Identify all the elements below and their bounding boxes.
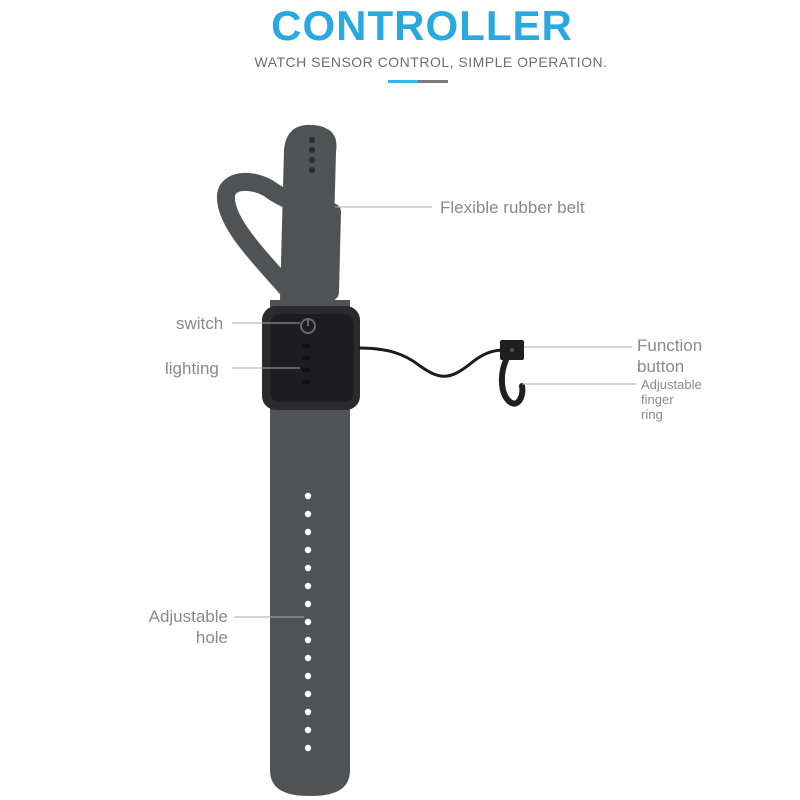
light-indicator	[302, 368, 310, 372]
hole	[304, 672, 312, 680]
hole	[304, 600, 312, 608]
page-subtitle: WATCH SENSOR CONTROL, SIMPLE OPERATION.	[254, 54, 608, 70]
function-button-label: Function button	[637, 335, 702, 377]
hole-line2: hole	[195, 628, 228, 647]
lighting-label: lighting	[165, 359, 219, 378]
belt-label: Flexible rubber belt	[440, 198, 585, 217]
hole	[304, 618, 312, 626]
light-indicator	[302, 380, 310, 384]
hole-line1: Adjustable	[148, 607, 228, 626]
hole	[304, 528, 312, 536]
hole	[304, 492, 312, 500]
power-icon	[300, 318, 316, 334]
hole	[304, 708, 312, 716]
hole	[304, 744, 312, 752]
hole	[304, 726, 312, 734]
hole	[304, 582, 312, 590]
function-button-dot	[510, 348, 514, 352]
function-button-line2: button	[637, 357, 685, 376]
hole	[304, 510, 312, 518]
accent-bar-grey	[418, 80, 448, 83]
strap-stud	[309, 137, 315, 143]
strap-stud	[309, 167, 315, 173]
strap-stud	[309, 157, 315, 163]
finger-ring-label: Adjustable finger ring	[641, 377, 702, 422]
function-button-line1: Function	[637, 336, 703, 355]
strap-stud	[309, 147, 315, 153]
adjustable-holes	[304, 492, 312, 752]
page-title: CONTROLLER	[271, 2, 573, 49]
finger-ring	[498, 357, 526, 407]
light-indicator	[302, 356, 310, 360]
accent-bar-blue	[388, 80, 418, 83]
module-face	[270, 314, 354, 402]
hole	[304, 636, 312, 644]
hole	[304, 546, 312, 554]
finger-ring-line3: ring	[641, 407, 663, 422]
light-indicator	[302, 344, 310, 348]
cable	[357, 346, 505, 378]
finger-ring-line1: Adjustable	[641, 377, 702, 392]
switch-label: switch	[176, 314, 224, 333]
hole	[304, 654, 312, 662]
hole	[304, 564, 312, 572]
hole-label: Adjustable hole	[140, 606, 228, 648]
finger-ring-line2: finger	[641, 392, 674, 407]
strap-upper	[280, 124, 337, 300]
hole	[304, 690, 312, 698]
